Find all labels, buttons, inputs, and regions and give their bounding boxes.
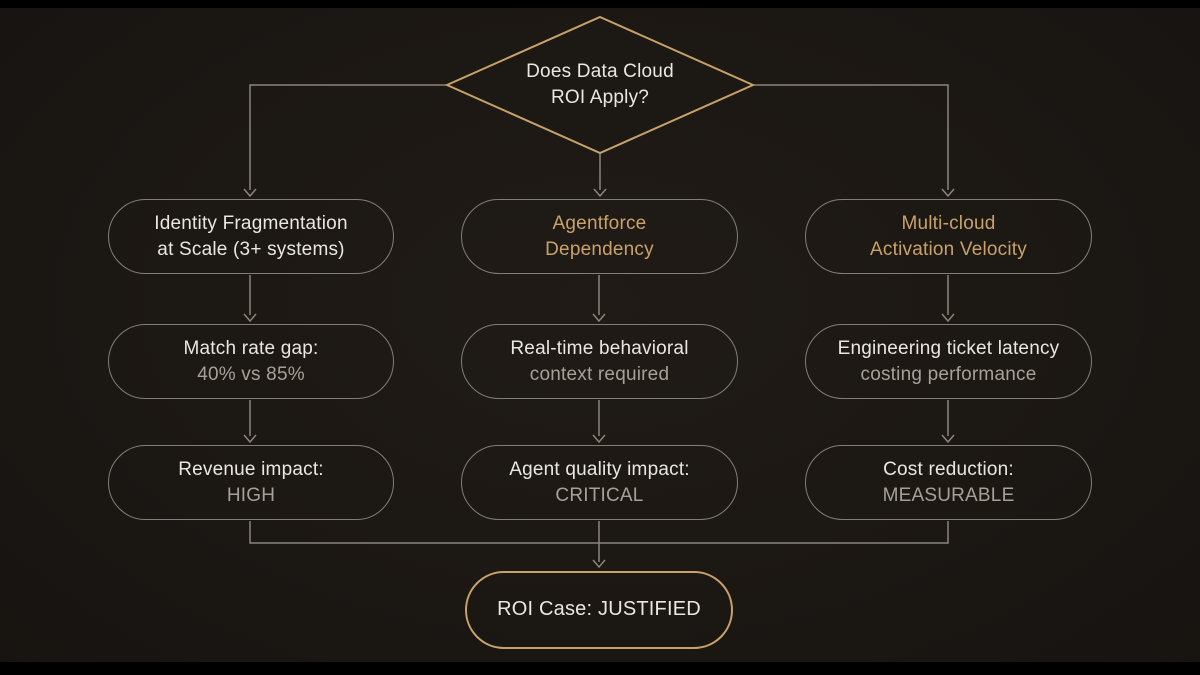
agent-quality-impact-node: Agent quality impact: CRITICAL: [461, 445, 738, 520]
agentforce-dependency-node: Agentforce Dependency: [461, 199, 738, 274]
node-label-line1: Match rate gap:: [183, 337, 319, 359]
match-rate-gap-node: Match rate gap: 40% vs 85%: [108, 324, 394, 399]
revenue-impact-node: Revenue impact: HIGH: [108, 445, 394, 520]
arrowhead-icon: [941, 434, 955, 444]
node-label-line2: CRITICAL: [555, 484, 644, 506]
roi-result-node: ROI Case: JUSTIFIED: [465, 571, 733, 649]
ticket-latency-node: Engineering ticket latency costing perfo…: [805, 324, 1092, 399]
top-letterbox-bar: [0, 0, 1200, 8]
bottom-letterbox-bar: [0, 662, 1200, 675]
node-label-line1: Revenue impact:: [178, 458, 324, 480]
node-label-line1: Engineering ticket latency: [837, 337, 1060, 359]
arrowhead-icon: [592, 559, 606, 569]
node-label-line1: Multi-cloud: [901, 212, 996, 234]
decision-diamond-shape: [444, 15, 756, 155]
node-label-line1: Agentforce: [552, 212, 647, 234]
node-label-line2: Dependency: [545, 238, 654, 260]
arrowhead-icon: [592, 313, 606, 323]
arrowhead-icon: [941, 188, 955, 198]
behavioral-context-node: Real-time behavioral context required: [461, 324, 738, 399]
node-label-line1: Identity Fragmentation: [154, 212, 348, 234]
decision-label-line2: ROI Apply?: [550, 87, 650, 108]
node-label-line1: Agent quality impact:: [509, 458, 690, 480]
node-label-line2: 40% vs 85%: [197, 363, 305, 385]
identity-fragmentation-node: Identity Fragmentation at Scale (3+ syst…: [108, 199, 394, 274]
arrowhead-icon: [243, 188, 257, 198]
arrowhead-icon: [941, 313, 955, 323]
result-label: ROI Case: JUSTIFIED: [497, 598, 701, 621]
connector-lines: [243, 84, 955, 569]
arrowhead-icon: [592, 434, 606, 444]
node-label-line2: at Scale (3+ systems): [157, 238, 345, 260]
node-label-line2: context required: [529, 363, 670, 385]
node-label-line1: Real-time behavioral: [510, 337, 689, 359]
arrowhead-icon: [593, 188, 607, 198]
cost-reduction-node: Cost reduction: MEASURABLE: [805, 445, 1092, 520]
multicloud-velocity-node: Multi-cloud Activation Velocity: [805, 199, 1092, 274]
arrowhead-icon: [243, 313, 257, 323]
node-label-line2: MEASURABLE: [882, 484, 1015, 506]
decision-node: Does Data Cloud ROI Apply?: [450, 17, 750, 153]
node-label-line2: costing performance: [860, 363, 1037, 385]
decision-label-line1: Does Data Cloud: [526, 61, 674, 83]
arrowhead-icon: [243, 434, 257, 444]
node-label-line2: HIGH: [226, 484, 276, 506]
node-label-line1: Cost reduction:: [883, 458, 1014, 480]
node-label-line2: Activation Velocity: [870, 238, 1027, 260]
